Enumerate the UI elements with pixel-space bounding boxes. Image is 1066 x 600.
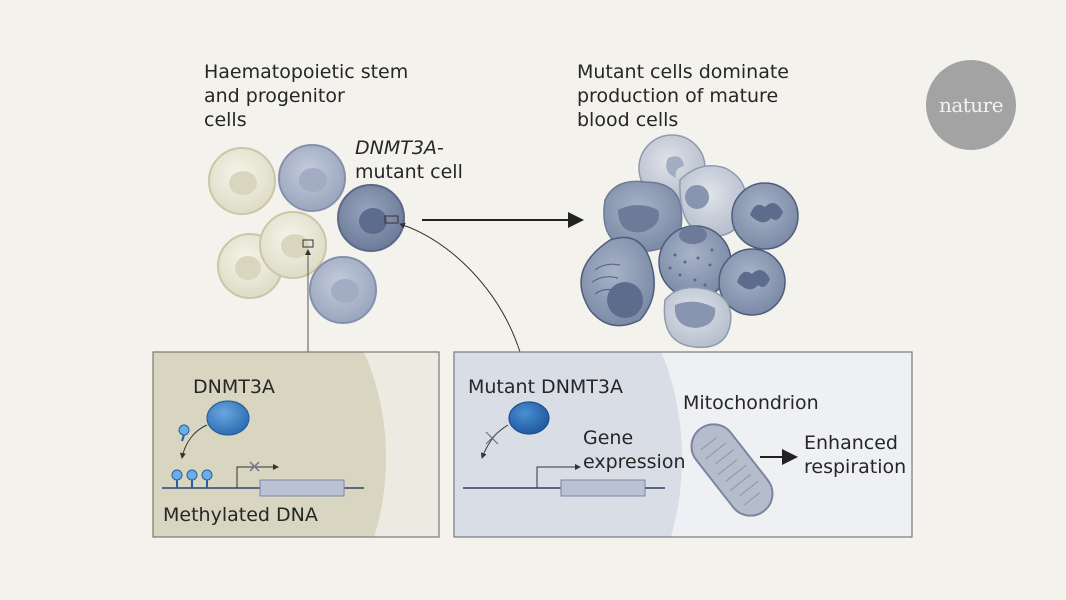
methyl-group-free [178, 424, 190, 442]
mature-blood-cell-cluster [580, 134, 799, 349]
mutant-cell-gene: DNMT3A [355, 137, 437, 159]
gene-expression-label: Gene expression [583, 427, 686, 473]
normal-cell [208, 147, 276, 215]
hspc-label: Haematopoietic stem and progenitor cells [204, 61, 409, 131]
zoom-box-mutant [384, 215, 399, 224]
mature-cell [580, 236, 655, 327]
mature-cell [718, 248, 786, 316]
mature-cell [603, 180, 683, 252]
methylation-arrow [179, 424, 208, 459]
gene-box [259, 479, 345, 497]
connector-arrow-mutant [399, 222, 521, 353]
mitochondrion-label: Mitochondrion [683, 392, 819, 414]
zoom-box-normal [302, 239, 314, 248]
mutant-cell-panel [453, 351, 913, 538]
dnmt3a-mutant-cell [337, 184, 405, 252]
nature-logo: nature [926, 60, 1016, 150]
normal-cell-panel [152, 351, 440, 538]
mitochondrion [690, 423, 774, 517]
mature-cell [663, 286, 732, 349]
gene-box [560, 479, 646, 497]
dnmt3a-enzyme [206, 400, 250, 436]
mutant-cell-hyphen: - [436, 137, 444, 159]
mature-cell [679, 165, 747, 237]
mature-cell [658, 225, 732, 299]
methylated-dna-label: Methylated DNA [163, 504, 318, 526]
mutant-cell-label: DNMT3A-mutant cell [355, 136, 463, 184]
mutant-cell-line2: mutant cell [355, 161, 463, 183]
block-cross-icon [485, 431, 499, 445]
hspc-cell-cluster [208, 144, 405, 324]
block-cross-icon [249, 461, 260, 472]
methyl-groups-attached [171, 469, 213, 488]
transcription-arrow [536, 464, 581, 488]
hspc-blue-cell [309, 256, 377, 324]
mature-cell [731, 182, 799, 250]
blocked-transcription-arrow [236, 464, 279, 488]
dnmt3a-label: DNMT3A [193, 376, 275, 398]
hspc-blue-cell [278, 144, 346, 212]
normal-cell [259, 211, 327, 279]
mutant-dnmt3a-label: Mutant DNMT3A [468, 376, 623, 398]
enhanced-respiration-label: Enhanced respiration [804, 432, 907, 478]
dominate-label: Mutant cells dominate production of matu… [577, 61, 789, 131]
mutant-dnmt3a-enzyme [508, 401, 550, 435]
